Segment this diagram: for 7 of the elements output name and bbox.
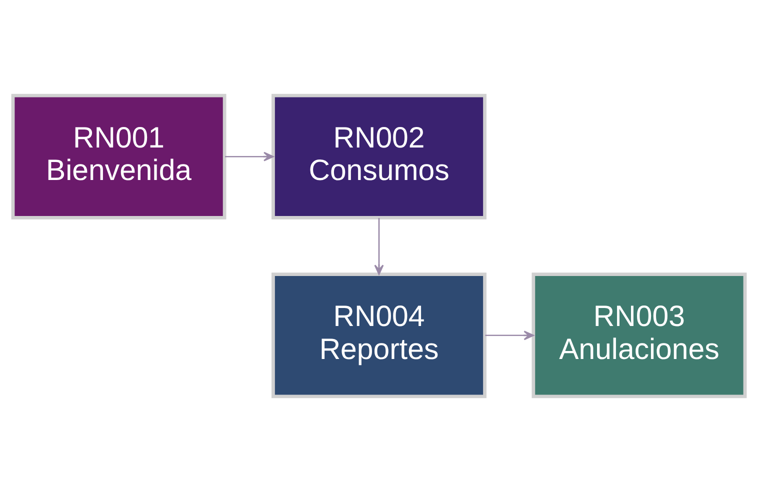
arrow xyxy=(374,218,384,275)
node-box: RN002 Consumos xyxy=(272,94,486,220)
node-box: RN001 Bienvenida xyxy=(11,94,226,220)
node-box: RN003 Anulaciones xyxy=(532,272,747,398)
node-box: RN004 Reportes xyxy=(272,272,486,398)
arrow xyxy=(225,152,274,162)
arrow xyxy=(485,330,534,340)
